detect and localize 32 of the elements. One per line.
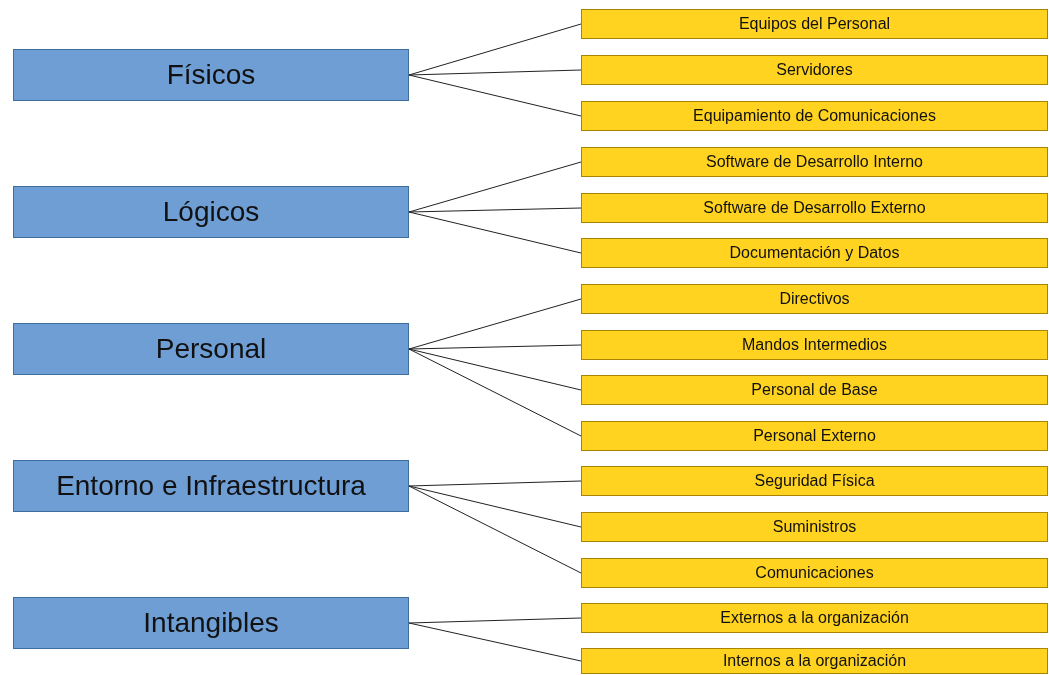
category-box: Personal bbox=[13, 323, 409, 375]
connector-line bbox=[408, 344, 582, 350]
connector-line bbox=[408, 348, 582, 437]
category-box: Entorno e Infraestructura bbox=[13, 460, 409, 512]
connector-line bbox=[408, 485, 582, 528]
item-box: Equipos del Personal bbox=[581, 9, 1048, 39]
connector-line bbox=[408, 485, 582, 574]
item-box: Directivos bbox=[581, 284, 1048, 314]
item-box: Mandos Intermedios bbox=[581, 330, 1048, 360]
connector-line bbox=[408, 348, 582, 391]
item-box: Externos a la organización bbox=[581, 603, 1048, 633]
item-box: Servidores bbox=[581, 55, 1048, 85]
connector-line bbox=[408, 617, 582, 624]
connector-line bbox=[408, 74, 582, 117]
item-box: Seguridad Física bbox=[581, 466, 1048, 496]
connector-line bbox=[408, 211, 582, 254]
category-box: Lógicos bbox=[13, 186, 409, 238]
item-box: Personal Externo bbox=[581, 421, 1048, 451]
category-box: Físicos bbox=[13, 49, 409, 101]
item-box: Personal de Base bbox=[581, 375, 1048, 405]
item-box: Suministros bbox=[581, 512, 1048, 542]
item-box: Documentación y Datos bbox=[581, 238, 1048, 268]
category-box: Intangibles bbox=[13, 597, 409, 649]
connector-line bbox=[408, 69, 582, 76]
connector-line bbox=[408, 207, 582, 213]
item-box: Equipamiento de Comunicaciones bbox=[581, 101, 1048, 131]
item-box: Software de Desarrollo Interno bbox=[581, 147, 1048, 177]
item-box: Comunicaciones bbox=[581, 558, 1048, 588]
connector-line bbox=[408, 622, 582, 662]
item-box: Software de Desarrollo Externo bbox=[581, 193, 1048, 223]
item-box: Internos a la organización bbox=[581, 648, 1048, 674]
connector-line bbox=[408, 480, 582, 487]
